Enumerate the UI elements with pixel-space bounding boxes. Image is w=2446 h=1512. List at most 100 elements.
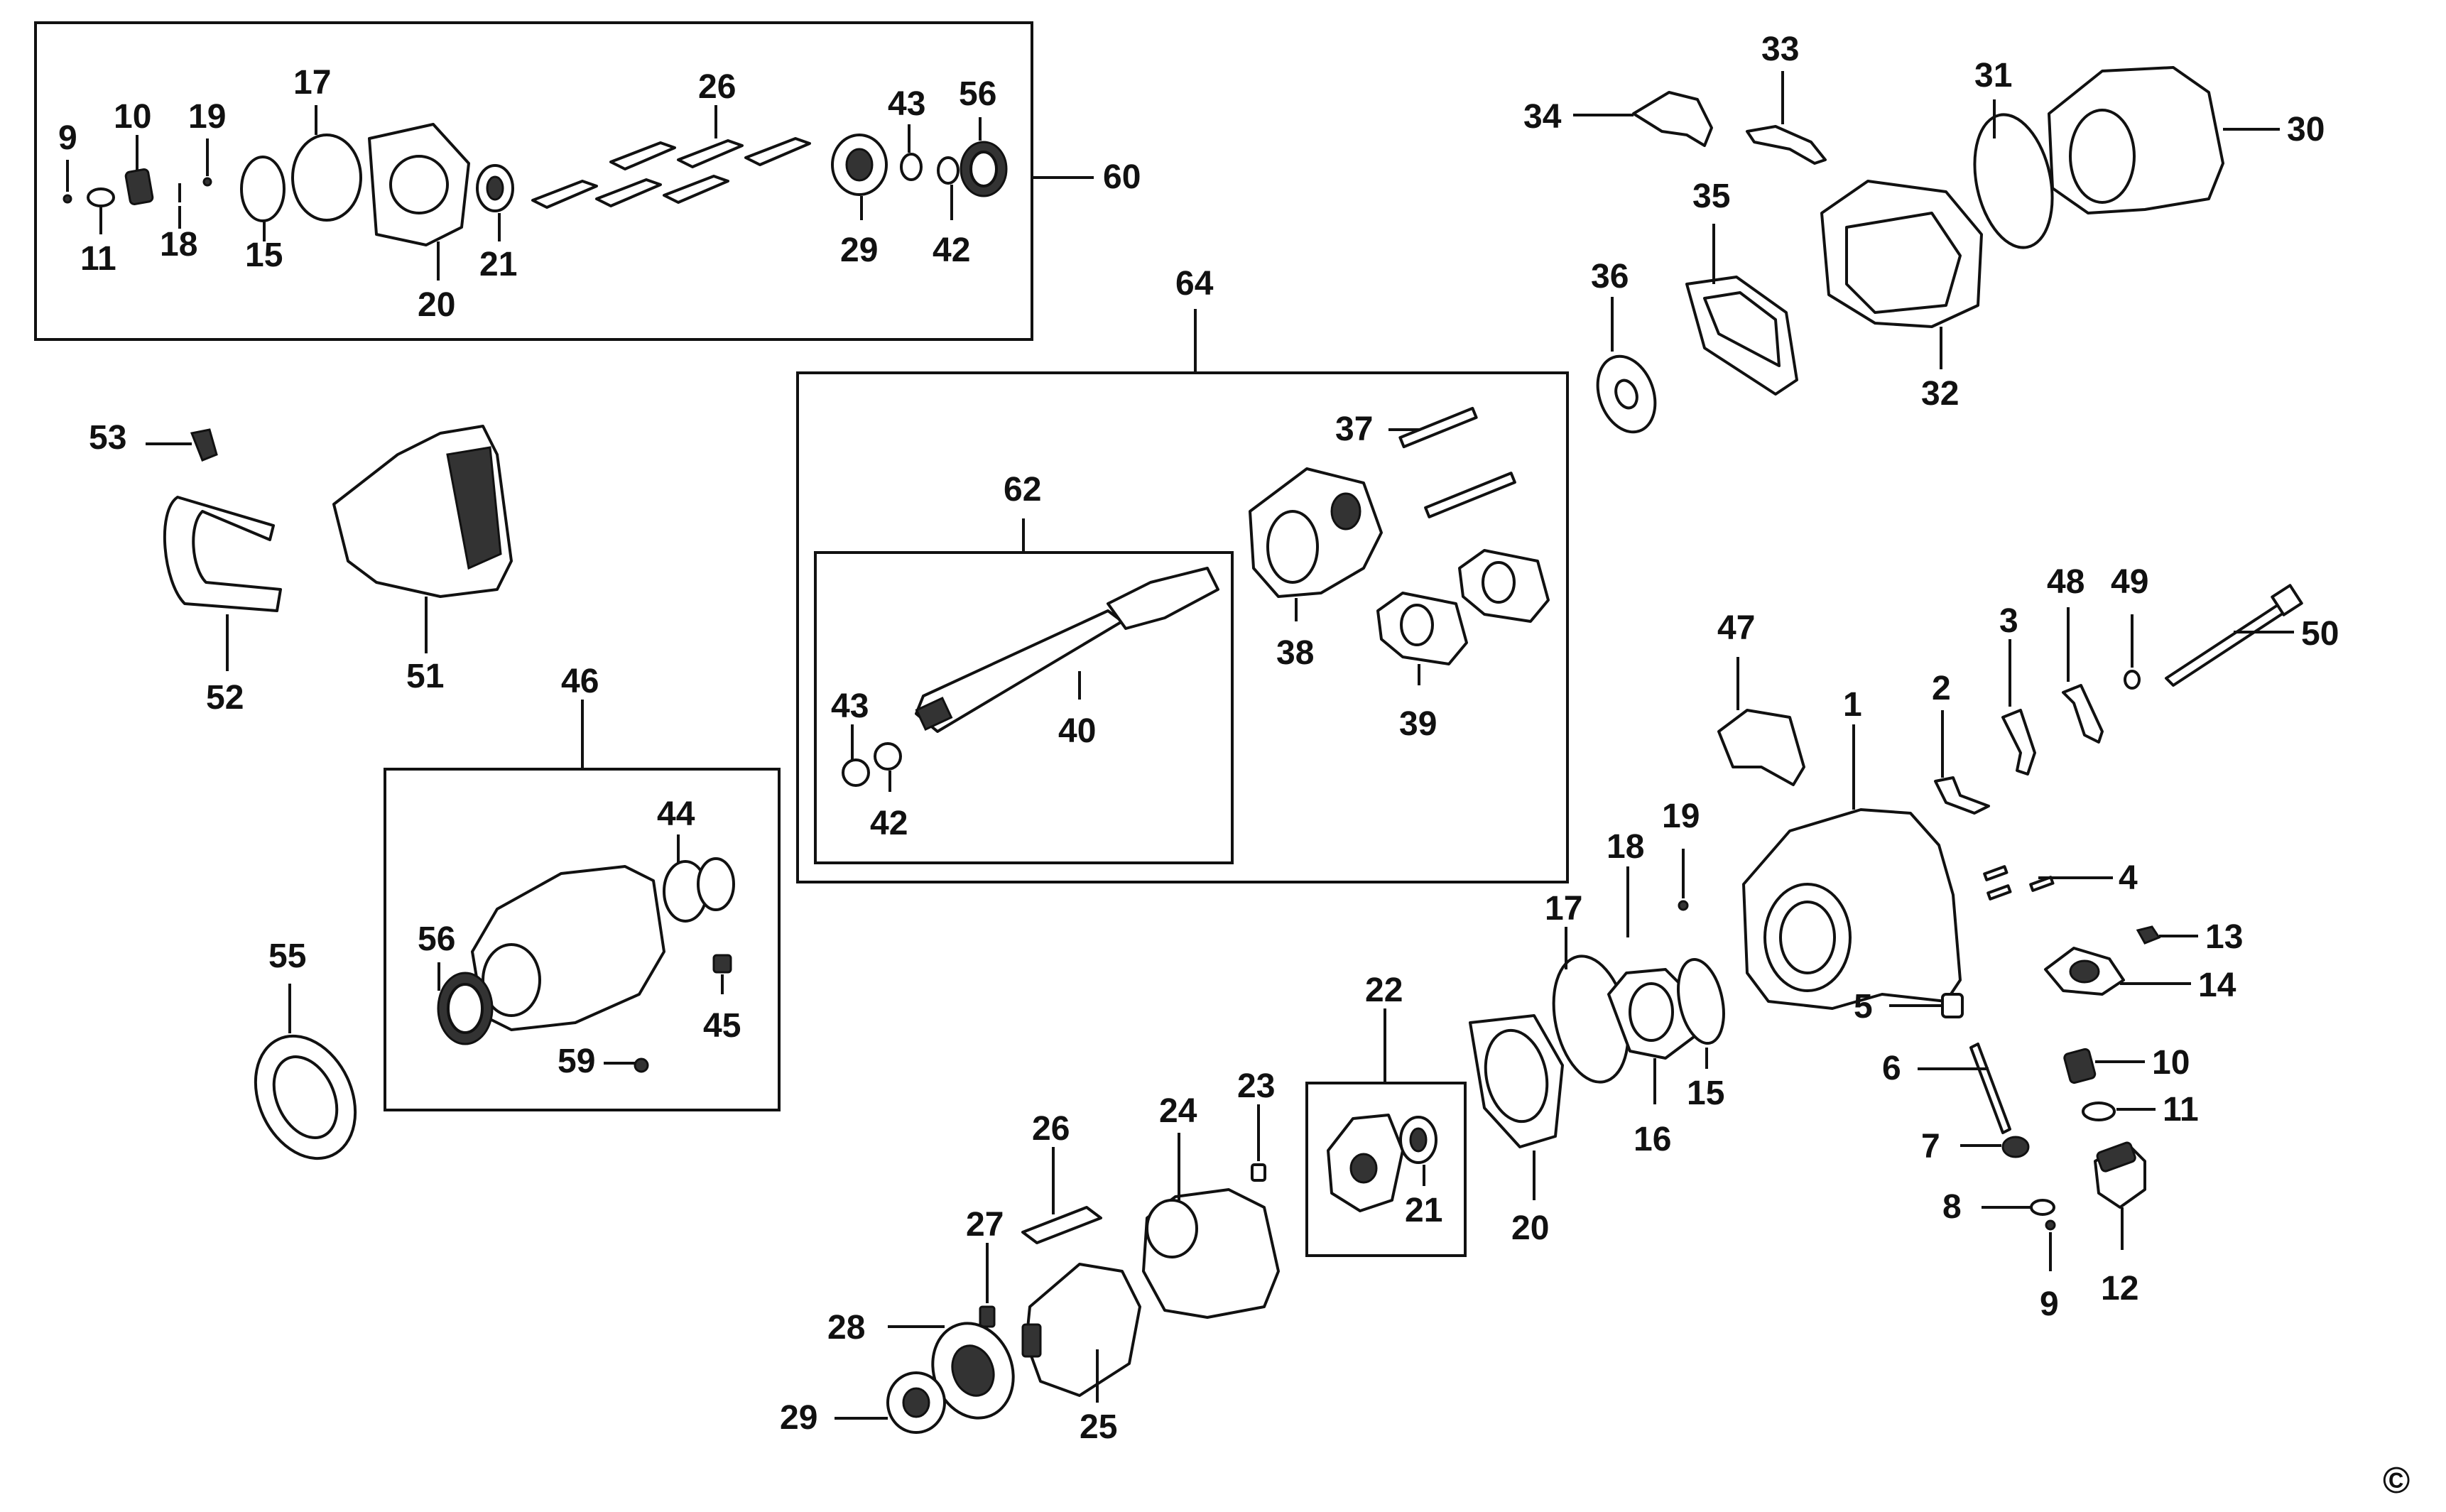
label-28: 28 — [827, 1309, 865, 1347]
o-ring-11 — [87, 187, 115, 207]
spring-10 — [124, 168, 154, 205]
label-g60-43: 43 — [888, 85, 925, 123]
pin-37b — [1424, 472, 1516, 518]
anvil-40 — [915, 609, 1124, 733]
label-29: 29 — [780, 1399, 817, 1437]
label-51: 51 — [406, 658, 444, 695]
seal-8 — [2030, 1199, 2055, 1216]
label-g60-56: 56 — [959, 75, 996, 113]
label-46: 46 — [561, 663, 599, 700]
label-56: 56 — [418, 920, 455, 958]
copyright-mark: © — [2383, 1460, 2410, 1501]
vane-26 — [1021, 1206, 1102, 1244]
spring-10-inlet — [2063, 1048, 2097, 1084]
label-1: 1 — [1843, 686, 1862, 724]
label-11: 11 — [2163, 1091, 2199, 1128]
pin-23 — [1251, 1163, 1266, 1182]
rotor-25 — [1025, 1263, 1141, 1397]
pin-19-motor — [1678, 900, 1689, 911]
label-8: 8 — [1942, 1188, 1962, 1226]
lever-48 — [2062, 684, 2104, 744]
label-37: 37 — [1335, 410, 1373, 448]
o-ring-17 — [291, 134, 362, 222]
seal-7 — [2001, 1136, 2030, 1158]
clamp-band-52 — [163, 496, 282, 612]
o-ring-42 — [937, 156, 960, 185]
label-50: 50 — [2301, 615, 2339, 653]
label-9: 9 — [2040, 1285, 2059, 1323]
label-64: 64 — [1175, 265, 1214, 303]
motor-group: 18 19 17 16 15 20 22 21 23 24 — [780, 798, 1725, 1446]
motor-housing-group: 34 33 31 30 32 35 36 — [1523, 31, 2325, 434]
label-g60-10: 10 — [114, 98, 151, 136]
label-44: 44 — [657, 795, 695, 833]
screw-13 — [2136, 925, 2161, 945]
label-g60-18: 18 — [160, 226, 197, 263]
label-7: 7 — [1921, 1128, 1940, 1165]
label-33: 33 — [1761, 31, 1799, 68]
label-47: 47 — [1717, 609, 1755, 647]
o-ring-43-anvil — [842, 758, 870, 787]
label-35: 35 — [1692, 178, 1730, 215]
o-ring-15 — [240, 156, 286, 222]
label-18: 18 — [1607, 828, 1644, 866]
label-39: 39 — [1399, 705, 1437, 743]
label-g60-26: 26 — [698, 68, 736, 106]
label-17: 17 — [1545, 890, 1582, 928]
kit-60-group: 9 10 19 17 26 43 56 60 11 18 15 20 21 29… — [34, 21, 1141, 341]
label-38: 38 — [1276, 634, 1314, 672]
kit-60-box — [34, 21, 1033, 341]
label-52: 52 — [206, 679, 244, 717]
label-34: 34 — [1523, 98, 1562, 136]
pin-19 — [202, 177, 212, 187]
screw-53 — [190, 428, 218, 462]
grease-fitting-59 — [634, 1057, 649, 1073]
label-49: 49 — [2111, 563, 2148, 601]
latch-33 — [1746, 125, 1827, 165]
label-40: 40 — [1058, 712, 1096, 750]
label-g60-42: 42 — [933, 232, 970, 269]
exhaust-deflector-47 — [1717, 709, 1805, 786]
label-g62-42: 42 — [870, 805, 908, 842]
kit-46-group: 46 56 44 45 59 — [384, 663, 781, 1111]
label-32: 32 — [1921, 375, 1959, 413]
label-21: 21 — [1405, 1192, 1442, 1229]
label-g60-15: 15 — [245, 236, 283, 274]
o-ring-31 — [1973, 113, 2054, 249]
trigger-2 — [1934, 776, 1990, 815]
label-g62-43: 43 — [831, 687, 869, 725]
label-g60-20: 20 — [418, 286, 455, 324]
kit-64-box — [796, 371, 1569, 883]
side-handle-group: 53 52 51 — [89, 419, 513, 717]
label-4: 4 — [2119, 859, 2138, 897]
spring-clip-34 — [1632, 91, 1713, 147]
label-12: 12 — [2101, 1270, 2138, 1307]
pin-27 — [979, 1305, 996, 1328]
label-g60-29: 29 — [840, 232, 878, 269]
lever-3 — [2001, 709, 2036, 776]
label-2: 2 — [1932, 670, 1951, 707]
label-59: 59 — [558, 1043, 595, 1080]
label-31: 31 — [1974, 57, 2012, 94]
label-19: 19 — [1662, 798, 1700, 835]
label-48: 48 — [2047, 563, 2084, 601]
label-30: 30 — [2287, 111, 2325, 148]
label-25: 25 — [1080, 1408, 1117, 1446]
label-45: 45 — [703, 1007, 741, 1045]
label-10: 10 — [2152, 1044, 2190, 1082]
pin-9 — [62, 194, 72, 204]
label-62: 62 — [1004, 471, 1041, 508]
valve-stem-6 — [1969, 1043, 2011, 1134]
bolt-50 — [2165, 602, 2288, 687]
label-g60-17: 17 — [293, 64, 331, 102]
o-ring-15-motor — [1677, 957, 1725, 1045]
o-ring-42-anvil — [874, 742, 902, 771]
label-23: 23 — [1237, 1067, 1275, 1105]
label-5: 5 — [1854, 988, 1873, 1026]
bushing-5 — [1941, 993, 1964, 1018]
vanes-26 — [531, 137, 811, 209]
washer-49 — [2124, 670, 2141, 690]
o-ring-11-inlet — [2082, 1102, 2116, 1121]
label-24: 24 — [1159, 1092, 1197, 1130]
label-g60-19: 19 — [188, 98, 226, 136]
